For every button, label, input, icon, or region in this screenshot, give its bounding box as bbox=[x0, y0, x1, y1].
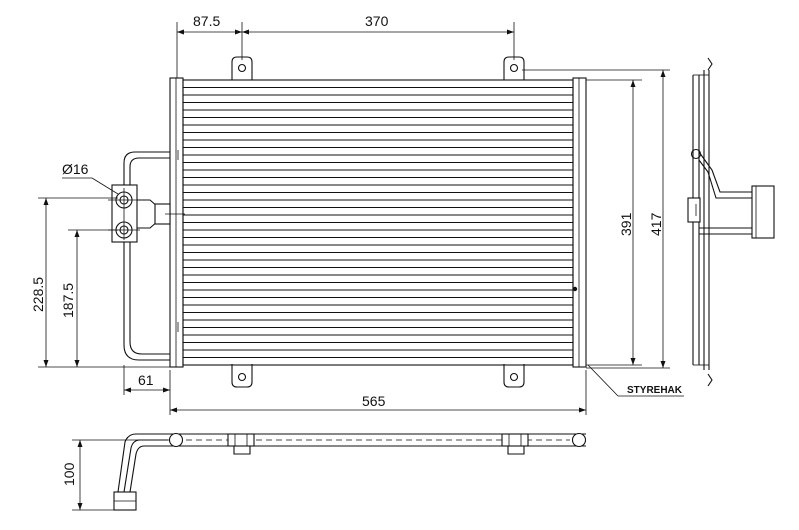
dim-pipe-offset: 61 bbox=[138, 372, 154, 388]
bottom-bracket-left bbox=[231, 364, 253, 388]
dim-pipe-height-outer: 228.5 bbox=[30, 277, 46, 312]
dim-bolt-diameter: Ø16 bbox=[62, 161, 89, 177]
front-view bbox=[108, 56, 587, 388]
bottom-bracket-right bbox=[503, 364, 525, 388]
label-styrehak: STYREHAK bbox=[627, 385, 683, 396]
top-bracket-right bbox=[503, 56, 525, 80]
inlet-pipe bbox=[123, 151, 170, 192]
dim-overall-width: 565 bbox=[362, 393, 386, 409]
outlet-pipe bbox=[123, 236, 170, 361]
dim-top-span: 370 bbox=[365, 13, 389, 29]
dim-top-offset: 87.5 bbox=[193, 13, 220, 29]
dim-pipe-height-inner: 187.5 bbox=[60, 283, 76, 318]
pipe-connection-block bbox=[108, 184, 185, 243]
core-fins bbox=[183, 87, 573, 358]
left-header-tank bbox=[169, 77, 184, 368]
side-view bbox=[687, 57, 775, 387]
top-bracket-left bbox=[231, 56, 253, 80]
dim-inner-height: 391 bbox=[618, 212, 634, 236]
right-header-tank bbox=[572, 77, 587, 368]
dim-outer-height: 417 bbox=[648, 212, 664, 236]
dimension-lines bbox=[38, 22, 684, 415]
core-fitting-dot bbox=[572, 286, 578, 292]
bottom-view bbox=[72, 432, 587, 511]
dim-bottom-view-height: 100 bbox=[61, 462, 77, 486]
